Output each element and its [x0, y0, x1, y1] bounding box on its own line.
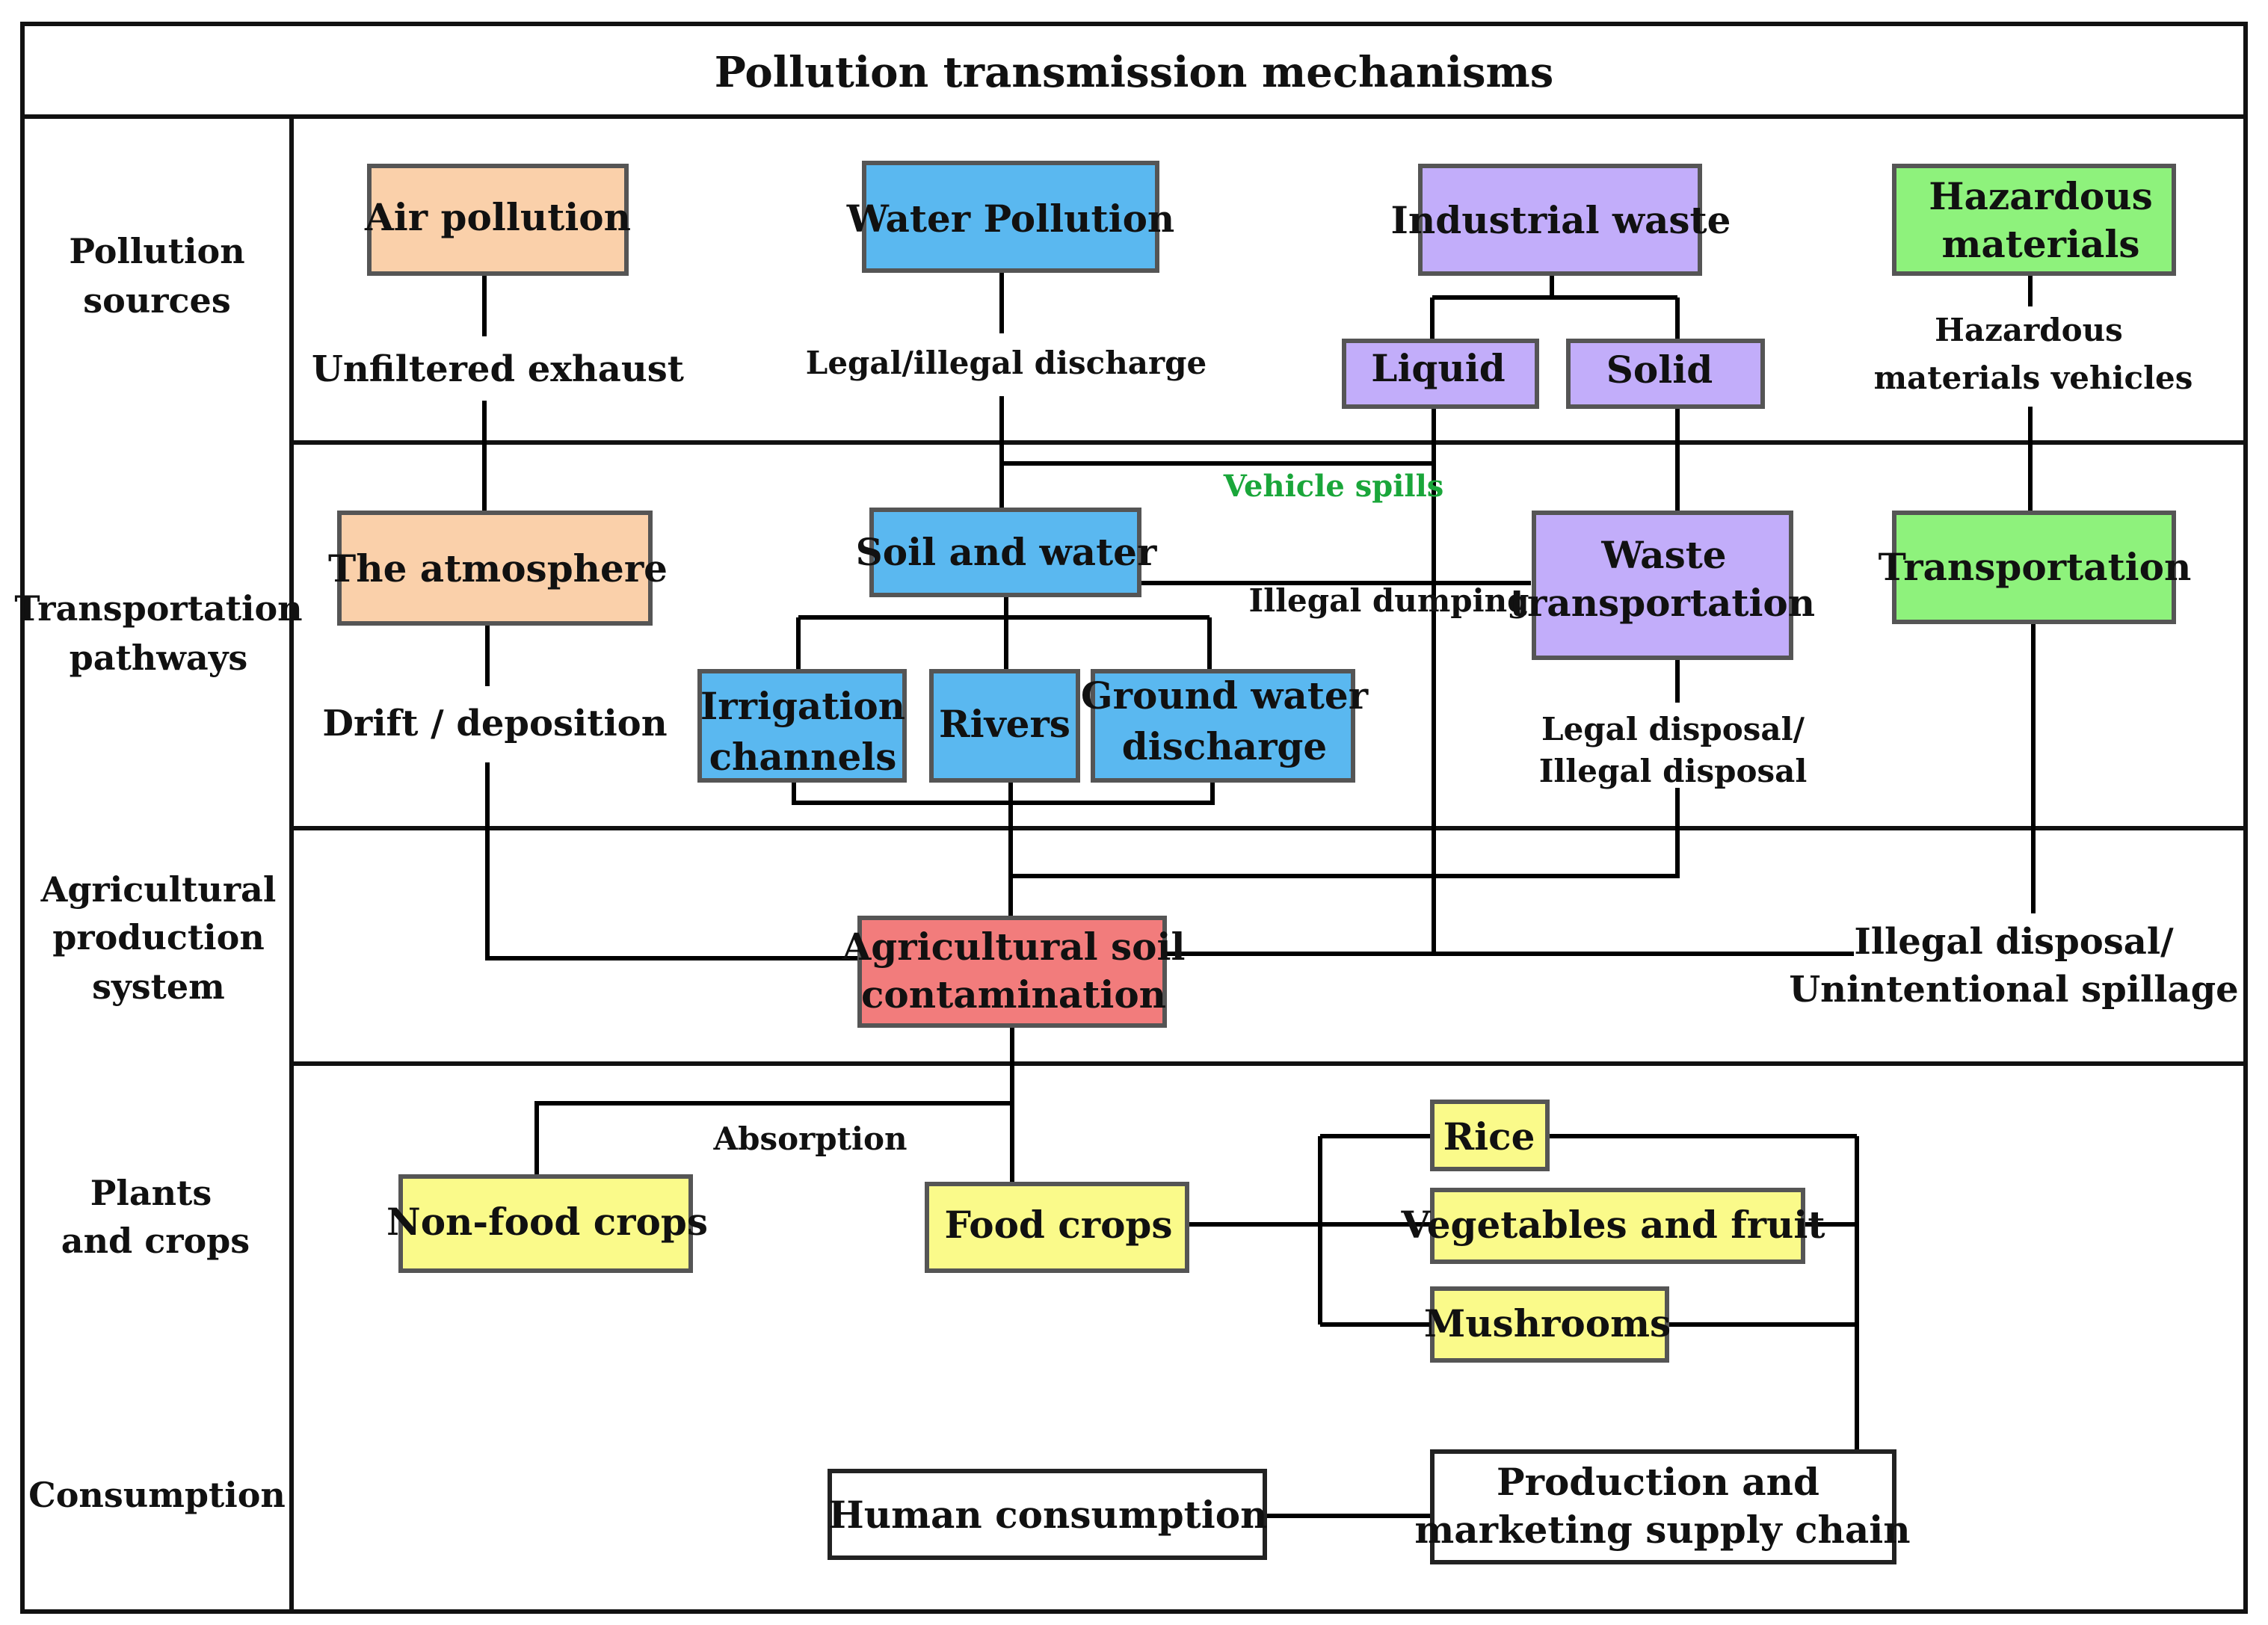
- node-label: contamination: [861, 972, 1166, 1017]
- node-label: materials: [1941, 222, 2139, 266]
- node-label: Transportation: [1879, 545, 2192, 589]
- label-drift-deposition: Drift / deposition: [322, 703, 667, 744]
- node-rice: Rice: [1430, 1100, 1550, 1171]
- row-label-line: and crops: [61, 1221, 250, 1261]
- edge-drift: [485, 762, 865, 960]
- label-hazardous-vehicles: materials vehicles: [1874, 360, 2193, 396]
- row-label-line: pathways: [70, 638, 248, 678]
- row-label-line: Consumption: [28, 1475, 286, 1515]
- node-solid: Solid: [1566, 339, 1765, 409]
- row-label-line: Transportation: [14, 588, 302, 629]
- node-label: Ground water: [1081, 673, 1369, 718]
- label-illegal-dumping: Illegal dumping: [1248, 582, 1529, 619]
- node-label: Agricultural soil: [842, 925, 1186, 969]
- node-label: Water Pollution: [846, 197, 1175, 241]
- label-legal-illegal-discharge: Legal/illegal discharge: [806, 345, 1207, 381]
- node-label: Irrigation: [700, 684, 905, 728]
- row-label-line: Agricultural: [40, 869, 277, 910]
- edge-vehicle-spills: [1002, 407, 1436, 466]
- node-label: Rice: [1443, 1114, 1535, 1159]
- diagram-title: Pollution transmission mechanisms: [715, 48, 1554, 97]
- edge-labels: Unfiltered exhaust Legal/illegal dischar…: [312, 312, 2239, 1157]
- node-label: channels: [709, 735, 897, 779]
- node-label: marketing supply chain: [1414, 1508, 1910, 1552]
- node-atmosphere: The atmosphere: [328, 511, 668, 626]
- row-label-plants-crops: Plants and crops: [61, 1173, 250, 1261]
- row-label-pollution-sources: Pollution sources: [69, 231, 244, 321]
- node-label: Hazardous: [1929, 174, 2153, 218]
- label-illegal-disposal-spillage: Illegal disposal/: [1854, 921, 2174, 963]
- connectors: [482, 271, 2036, 1518]
- row-label-transportation-pathways: Transportation pathways: [14, 588, 302, 678]
- label-legal-illegal-disposal: Legal disposal/: [1541, 711, 1805, 747]
- node-mushrooms: Mushrooms: [1424, 1286, 1671, 1363]
- row-label-line: production: [52, 917, 265, 958]
- node-food-crops: Food crops: [925, 1182, 1189, 1273]
- edge-channels-join: [792, 780, 1215, 805]
- node-hazardous-materials: Hazardous materials: [1892, 164, 2176, 276]
- node-label: Waste: [1600, 533, 1726, 577]
- node-label: Mushrooms: [1424, 1301, 1671, 1345]
- label-illegal-disposal-spillage: Unintentional spillage: [1789, 969, 2238, 1011]
- node-liquid: Liquid: [1342, 339, 1539, 409]
- node-label: Solid: [1606, 348, 1713, 392]
- node-industrial-waste: Industrial waste: [1391, 164, 1731, 276]
- node-label: Soil and water: [856, 530, 1157, 574]
- row-label-line: system: [92, 966, 225, 1007]
- label-absorption: Absorption: [712, 1120, 907, 1157]
- node-air-pollution: Air pollution: [364, 164, 631, 276]
- row-label-consumption: Consumption: [28, 1475, 286, 1515]
- label-unfiltered-exhaust: Unfiltered exhaust: [312, 348, 684, 390]
- frame: [20, 22, 2248, 1614]
- node-ground-water: Ground water discharge: [1081, 669, 1369, 783]
- node-label: transportation: [1510, 581, 1815, 625]
- row-label-line: Pollution: [69, 231, 244, 271]
- node-label: Industrial waste: [1391, 198, 1731, 242]
- node-waste-transportation: Waste transportation: [1510, 511, 1815, 660]
- label-legal-illegal-disposal: Illegal disposal: [1539, 753, 1808, 789]
- node-non-food-crops: Non-food crops: [386, 1174, 708, 1273]
- row-label-line: Plants: [90, 1173, 212, 1213]
- node-label: Food crops: [944, 1203, 1172, 1247]
- node-ag-soil-contamination: Agricultural soil contamination: [842, 916, 1186, 1028]
- node-water-pollution: Water Pollution: [846, 161, 1175, 273]
- node-label: Production and: [1497, 1460, 1819, 1504]
- row-label-line: sources: [83, 280, 230, 321]
- node-label: Rivers: [939, 702, 1070, 746]
- node-rivers: Rivers: [929, 669, 1080, 783]
- node-supply-chain: Production and marketing supply chain: [1414, 1449, 1911, 1564]
- node-vegetables-fruit: Vegetables and fruit: [1400, 1188, 1825, 1264]
- node-label: Non-food crops: [386, 1200, 708, 1244]
- label-vehicle-spills: Vehicle spills: [1223, 469, 1444, 504]
- node-human-consumption: Human consumption: [828, 1469, 1268, 1560]
- row-label-agricultural-system: Agricultural production system: [40, 869, 277, 1007]
- label-hazardous-vehicles: Hazardous: [1935, 312, 2123, 348]
- node-label: Human consumption: [829, 1493, 1268, 1537]
- node-transportation: Transportation: [1879, 511, 2192, 624]
- node-label: Air pollution: [364, 195, 631, 239]
- edge-to-non-food: [534, 1101, 1012, 1195]
- edge-waste-disposal: [1011, 788, 1680, 878]
- node-soil-water: Soil and water: [856, 508, 1157, 597]
- node-irrigation-channels: Irrigation channels: [697, 669, 907, 783]
- node-label: The atmosphere: [328, 546, 668, 591]
- node-label: discharge: [1122, 724, 1327, 768]
- node-label: Vegetables and fruit: [1400, 1203, 1825, 1247]
- node-label: Liquid: [1371, 346, 1505, 390]
